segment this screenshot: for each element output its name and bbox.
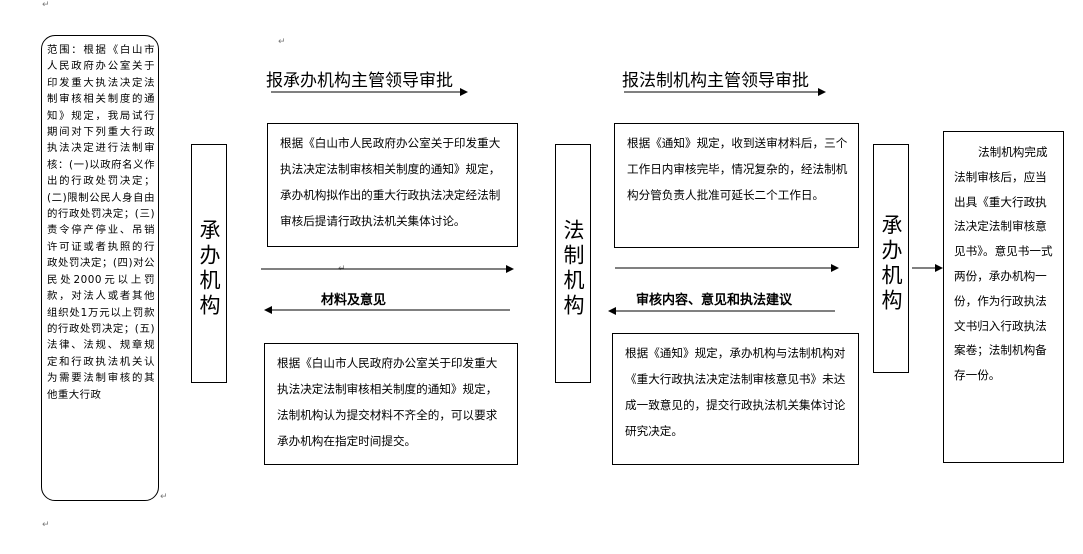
- box-review-time: 根据《通知》规定，收到送审材料后，三个工作日内审核完毕，情况复杂的，经法制机构分…: [614, 123, 859, 248]
- result-text: 法制机构完成法制审核后，应当出具《重大行政执法决定法制审核意见书》。意见书一式两…: [954, 145, 1053, 383]
- box-review-time-text: 根据《通知》规定，收到送审材料后，三个工作日内审核完毕，情况复杂的，经法制机构分…: [627, 136, 848, 202]
- edge-label-materials: 材料及意见: [321, 293, 387, 308]
- scope-text: 范围：根据《白山市人民政府办公室关于印发重大执法决定法制审核相关制度的通知》规定…: [47, 44, 155, 401]
- box-disagree-text: 根据《通知》规定，承办机构与法制机构对《重大行政执法决定法制审核意见书》未达成一…: [625, 346, 846, 438]
- node-fazhi: 法制机构: [555, 144, 591, 383]
- node-chengban-left: 承办机构: [191, 144, 227, 383]
- edge-label-review-content: 审核内容、意见和执法建议: [636, 293, 793, 308]
- flow-title-left: 报承办机构主管领导审批: [266, 71, 453, 91]
- paragraph-mark: ↵: [278, 37, 286, 47]
- node-chengban-right-label: 承办机构: [879, 213, 903, 314]
- node-chengban-right: 承办机构: [873, 144, 909, 373]
- flow-title-right: 报法制机构主管领导审批: [622, 71, 809, 91]
- node-chengban-left-label: 承办机构: [197, 218, 221, 319]
- box-submit-text: 根据《白山市人民政府办公室关于印发重大执法决定法制审核相关制度的通知》规定，承办…: [280, 136, 501, 228]
- box-submit: 根据《白山市人民政府办公室关于印发重大执法决定法制审核相关制度的通知》规定，承办…: [267, 123, 518, 247]
- node-fazhi-label: 法制机构: [561, 218, 585, 319]
- paragraph-mark: ↵: [160, 492, 168, 502]
- scope-box: 范围：根据《白山市人民政府办公室关于印发重大执法决定法制审核相关制度的通知》规定…: [41, 35, 159, 501]
- paragraph-mark: ↵: [42, 0, 50, 10]
- box-supplement: 根据《白山市人民政府办公室关于印发重大执法决定法制审核相关制度的通知》规定，法制…: [264, 343, 518, 465]
- box-supplement-text: 根据《白山市人民政府办公室关于印发重大执法决定法制审核相关制度的通知》规定，法制…: [277, 356, 498, 448]
- box-disagree: 根据《通知》规定，承办机构与法制机构对《重大行政执法决定法制审核意见书》未达成一…: [612, 333, 859, 465]
- paragraph-mark: ↵: [42, 520, 50, 530]
- result-box: 法制机构完成法制审核后，应当出具《重大行政执法决定法制审核意见书》。意见书一式两…: [943, 131, 1064, 463]
